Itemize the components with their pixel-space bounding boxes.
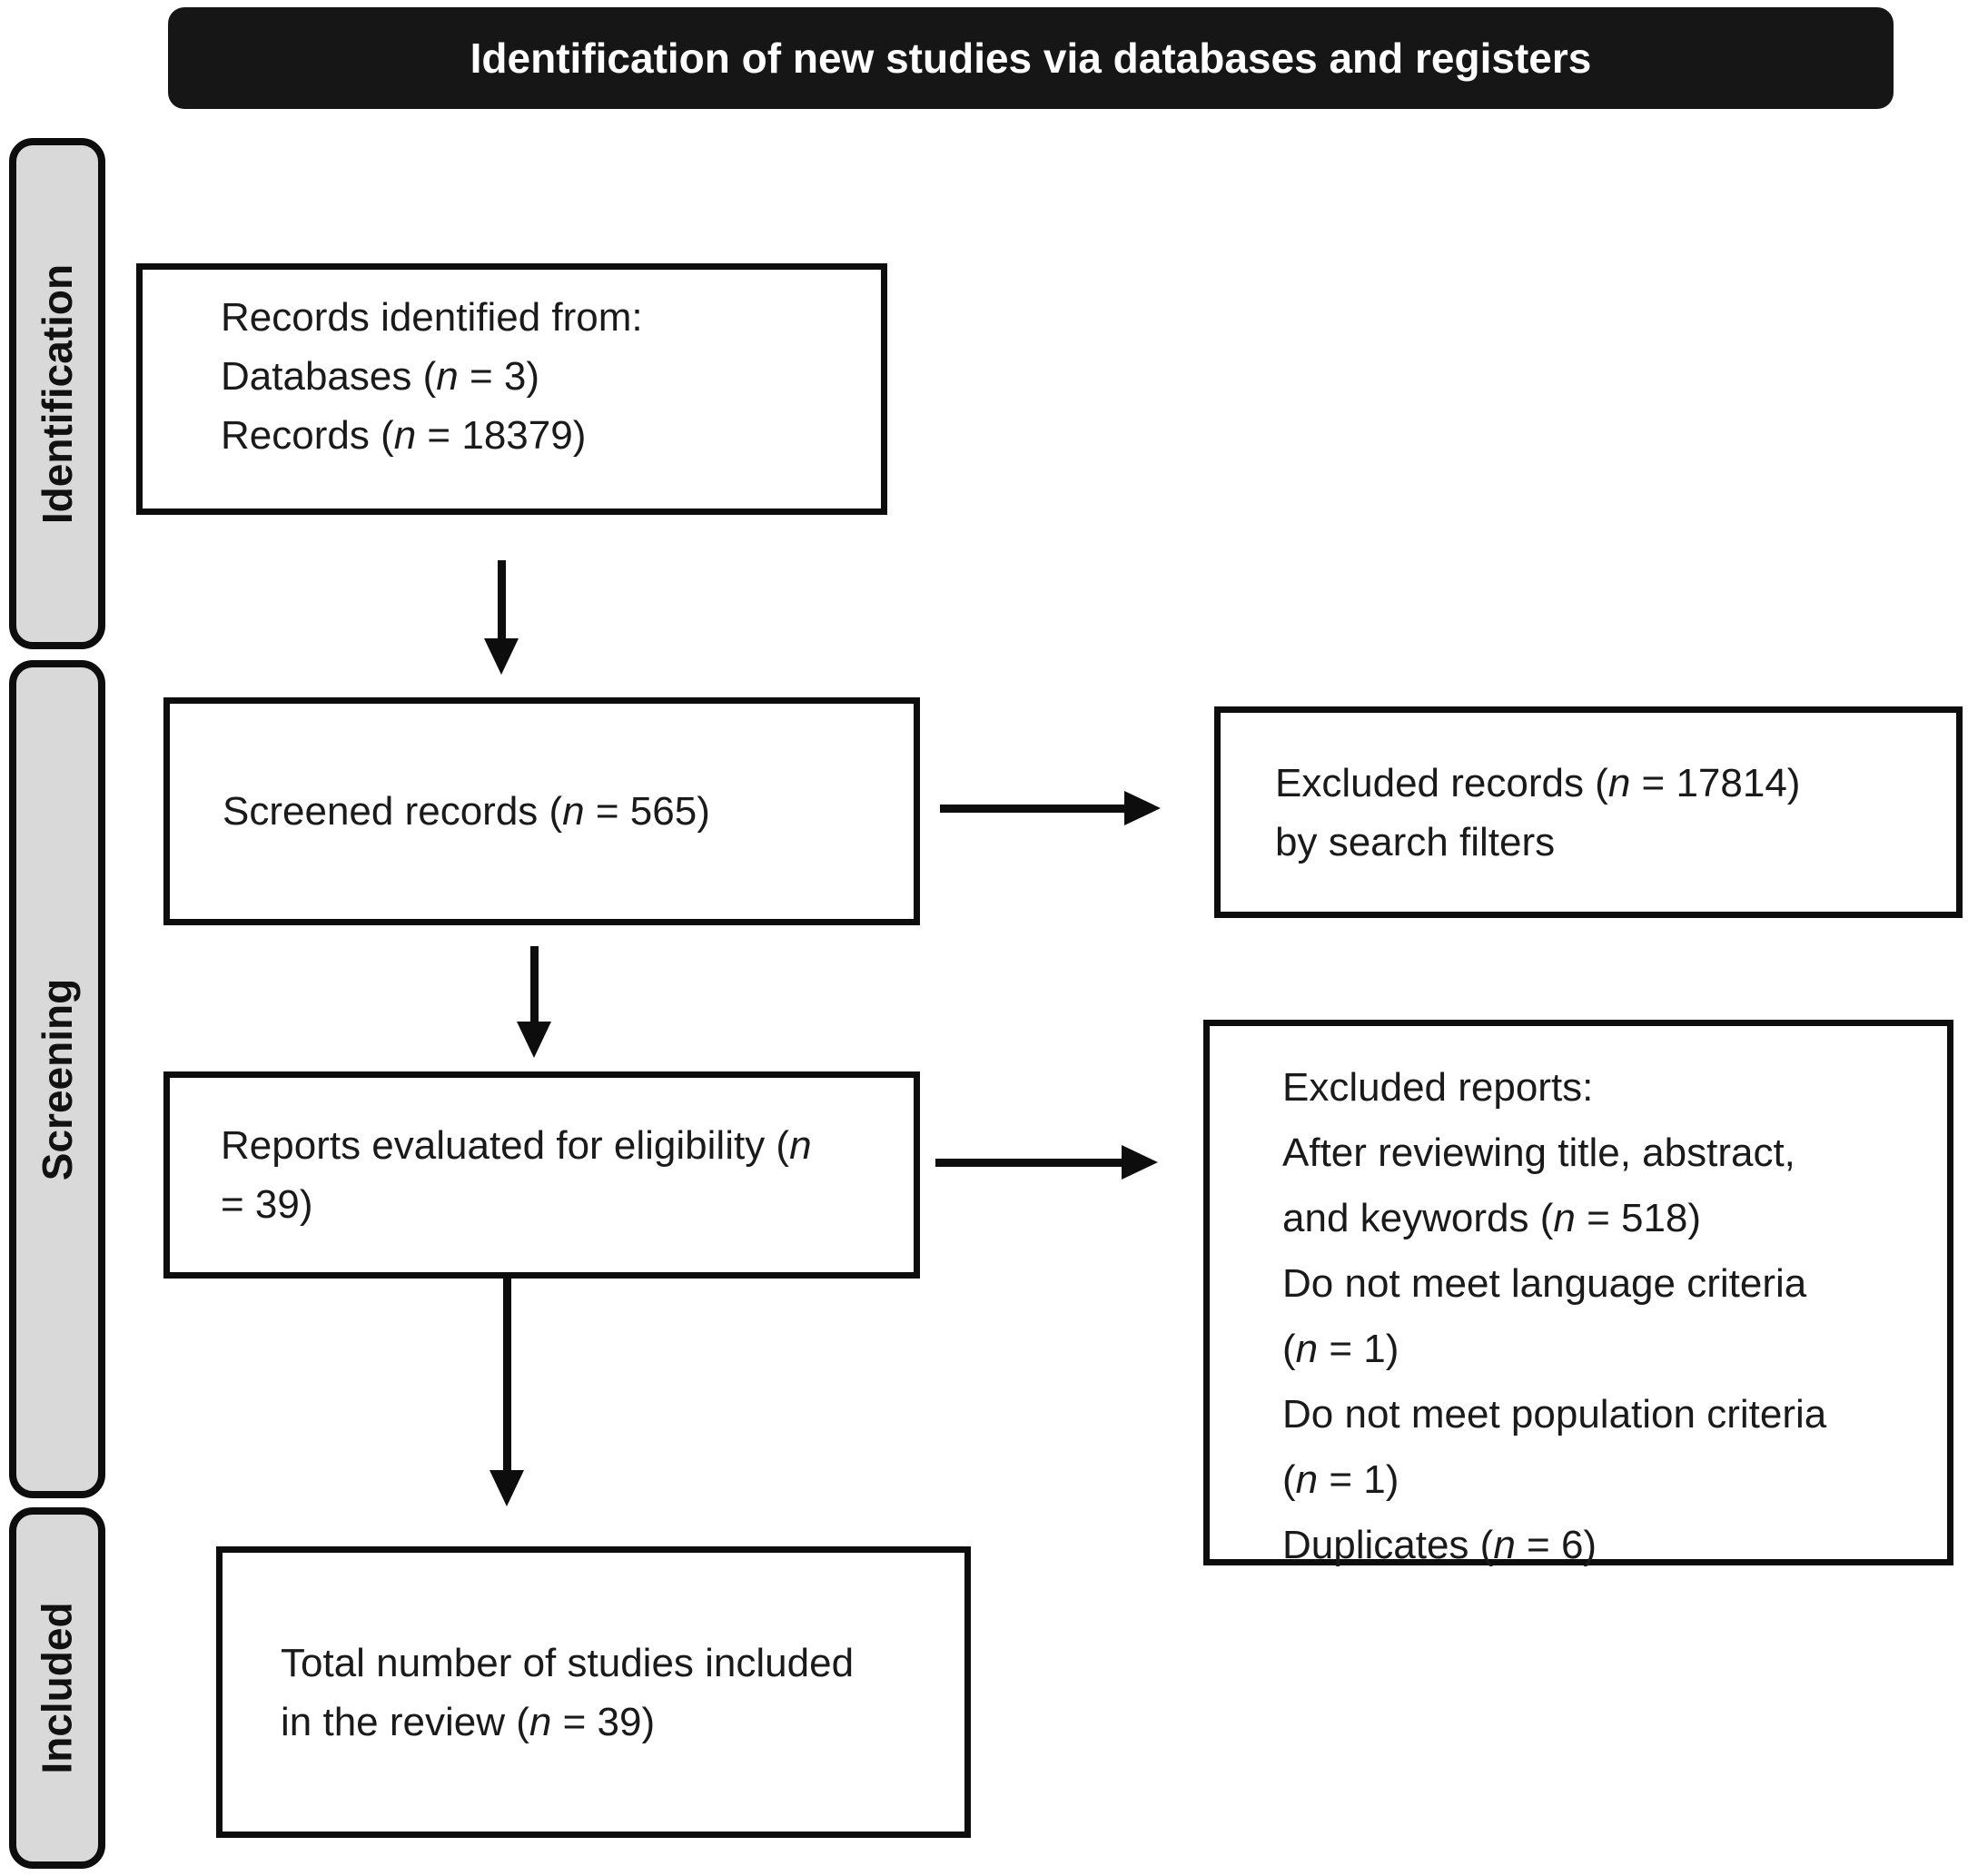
stage-tab-screening: Screening (9, 660, 105, 1498)
text-line: by search filters (1275, 819, 1556, 864)
text-line: Records (n = 18379) (221, 413, 587, 458)
box-screened-records: Screened records (n = 565) (163, 697, 920, 925)
text-line: = 39) (221, 1182, 313, 1227)
title-bar: Identification of new studies via databa… (168, 7, 1894, 109)
text-line: Records identified from: (221, 295, 643, 340)
arrowhead-right-icon (1124, 791, 1161, 825)
stage-label: Screening (34, 978, 82, 1180)
text-line: Do not meet language criteria (1282, 1261, 1807, 1306)
arrow-shaft (935, 1159, 1122, 1167)
text-line: Excluded reports: (1282, 1065, 1594, 1110)
text-line: Screened records (n = 565) (223, 789, 710, 834)
stage-label: Identification (34, 263, 82, 524)
arrow-shaft (503, 1276, 511, 1471)
text-line: in the review (n = 39) (281, 1699, 656, 1744)
arrowhead-right-icon (1122, 1145, 1158, 1180)
text-line: Total number of studies included (281, 1640, 855, 1685)
text-line: (n = 1) (1282, 1457, 1399, 1502)
text-line: Excluded records (n = 17814) (1275, 760, 1801, 805)
text-line: (n = 1) (1282, 1327, 1399, 1371)
arrow-shaft (498, 560, 506, 639)
stage-tab-included: Included (9, 1507, 105, 1869)
stage-tab-identification: Identification (9, 138, 105, 649)
text-line: Reports evaluated for eligibility (n (221, 1123, 812, 1168)
box-records-identified: Records identified from: Databases (n = 3… (136, 263, 887, 515)
arrowhead-down-icon (490, 1470, 524, 1506)
diagram-title: Identification of new studies via databa… (470, 35, 1592, 82)
box-reports-evaluated: Reports evaluated for eligibility (n = 39… (163, 1071, 920, 1279)
box-total-included: Total number of studies included in the r… (216, 1546, 971, 1838)
box-excluded-records: Excluded records (n = 17814) by search fi… (1214, 706, 1963, 918)
arrowhead-down-icon (517, 1022, 551, 1058)
text-line: Do not meet population criteria (1282, 1392, 1827, 1437)
text-line: and keywords (n = 518) (1282, 1196, 1702, 1240)
text-line: Databases (n = 3) (221, 354, 539, 399)
arrowhead-down-icon (484, 638, 519, 675)
box-excluded-reports: Excluded reports: After reviewing title, … (1203, 1020, 1953, 1567)
arrow-shaft (530, 946, 539, 1022)
arrow-shaft (940, 805, 1125, 813)
text-line: Duplicates (n = 6) (1282, 1523, 1597, 1567)
stage-label: Included (34, 1602, 81, 1774)
text-line: After reviewing title, abstract, (1282, 1131, 1795, 1175)
